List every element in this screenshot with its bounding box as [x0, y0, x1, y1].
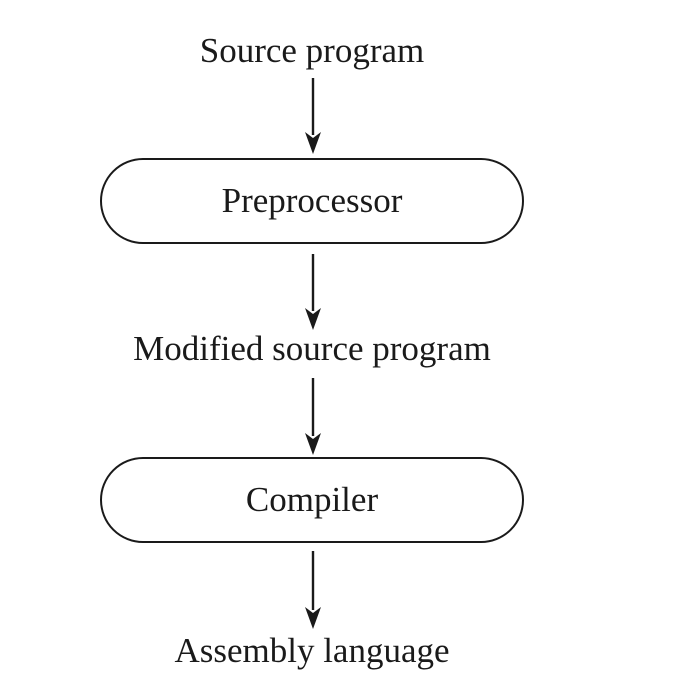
arrowhead-4 — [305, 607, 321, 629]
modified-source-program-label: Modified source program — [133, 329, 491, 368]
compiler-label: Compiler — [245, 480, 379, 519]
assembly-language-label: Assembly language — [174, 631, 450, 670]
preprocessor-box: Preprocessor — [100, 158, 524, 244]
source-program-label: Source program — [199, 31, 425, 70]
arrowhead-3 — [305, 433, 321, 455]
preprocessor-label: Preprocessor — [221, 181, 403, 220]
arrowhead-2 — [305, 308, 321, 330]
arrowhead-1 — [305, 132, 321, 154]
compiler-box: Compiler — [100, 457, 524, 543]
